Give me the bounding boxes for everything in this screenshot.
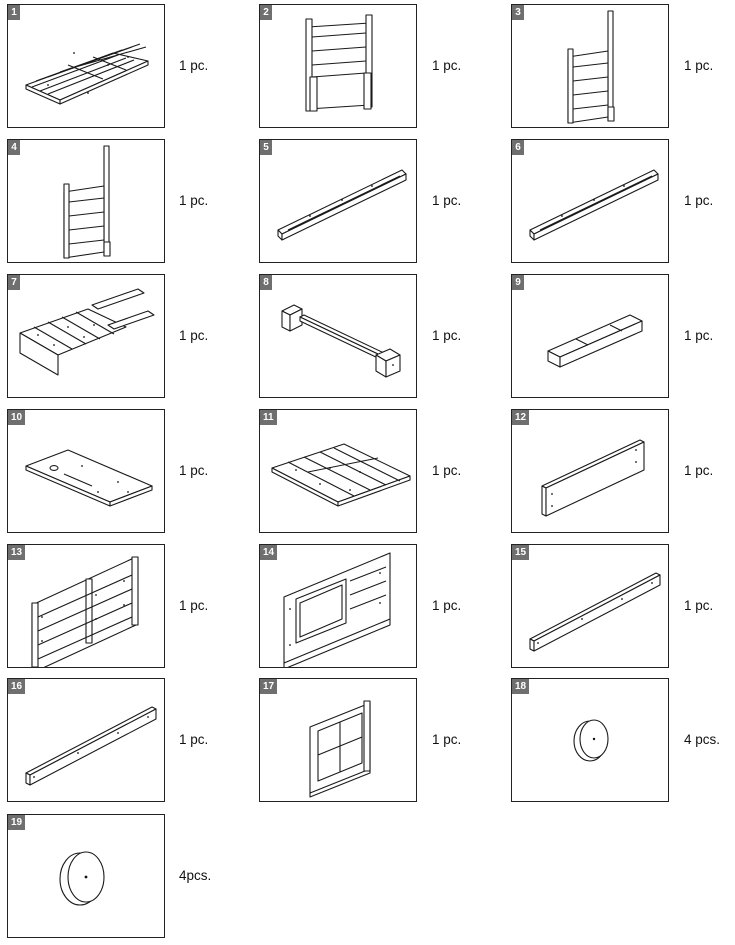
part-illustration-box: 2: [259, 4, 417, 128]
side-wall-icon: [31, 556, 139, 667]
small-wheel-icon: [573, 719, 609, 762]
part-number-badge: 8: [260, 275, 272, 290]
part-quantity: 1 pc.: [179, 463, 209, 478]
part-number-badge: 10: [8, 410, 26, 425]
part-number-badge: 7: [8, 275, 20, 290]
part-number-badge: 1: [8, 5, 20, 20]
part-illustration-box: 5: [259, 139, 417, 263]
part-illustration-box: 1: [7, 4, 165, 128]
part-quantity: 1 pc.: [432, 732, 462, 747]
floor-panel-icon: [25, 43, 149, 105]
part-number-badge: 2: [260, 5, 272, 20]
part-illustration-box: 16: [7, 678, 165, 802]
part-number-badge: 16: [8, 679, 26, 694]
part-number-badge: 5: [260, 140, 272, 155]
long-rail-icon: [529, 169, 659, 241]
part-quantity: 1 pc.: [684, 58, 714, 73]
board-with-hole-icon: [25, 449, 153, 507]
part-number-badge: 13: [8, 545, 26, 560]
axle-bar-icon: [281, 304, 401, 378]
part-number-badge: 6: [512, 140, 524, 155]
part-illustration-box: 8: [259, 274, 417, 398]
part-quantity: 1 pc.: [179, 58, 209, 73]
door-frame-icon: [309, 700, 371, 798]
part-number-badge: 14: [260, 545, 278, 560]
part-illustration-box: 4: [7, 139, 165, 263]
part-number-badge: 18: [512, 679, 530, 694]
seat-frame-icon: [19, 288, 155, 376]
side-panel-post-icon: [63, 145, 111, 259]
part-quantity: 1 pc.: [179, 732, 209, 747]
long-rail-icon: [277, 169, 407, 241]
long-plank-icon: [529, 572, 661, 652]
part-illustration-box: 7: [7, 274, 165, 398]
part-quantity: 1 pc.: [432, 328, 462, 343]
large-wheel-icon: [59, 851, 105, 906]
part-illustration-box: 12: [511, 409, 669, 533]
part-number-badge: 12: [512, 410, 530, 425]
part-quantity: 1 pc.: [179, 193, 209, 208]
part-number-badge: 17: [260, 679, 278, 694]
part-quantity: 4pcs.: [179, 868, 212, 883]
part-illustration-box: 14: [259, 544, 417, 668]
part-illustration-box: 15: [511, 544, 669, 668]
part-quantity: 1 pc.: [179, 598, 209, 613]
part-illustration-box: 19: [7, 814, 165, 938]
part-quantity: 1 pc.: [179, 328, 209, 343]
part-illustration-box: 9: [511, 274, 669, 398]
part-illustration-box: 10: [7, 409, 165, 533]
part-number-badge: 15: [512, 545, 530, 560]
part-quantity: 1 pc.: [684, 598, 714, 613]
part-illustration-box: 13: [7, 544, 165, 668]
window-wall-icon: [283, 552, 391, 667]
part-number-badge: 3: [512, 5, 524, 20]
part-quantity: 1 pc.: [684, 328, 714, 343]
part-quantity: 1 pc.: [432, 463, 462, 478]
part-quantity: 1 pc.: [684, 193, 714, 208]
part-number-badge: 19: [8, 815, 26, 830]
square-beam-icon: [547, 314, 643, 368]
part-illustration-box: 6: [511, 139, 669, 263]
part-quantity: 1 pc.: [684, 463, 714, 478]
part-number-badge: 4: [8, 140, 20, 155]
part-number-badge: 11: [260, 410, 277, 425]
part-illustration-box: 18: [511, 678, 669, 802]
slatted-panel-icon: [271, 443, 411, 507]
long-plank-icon: [25, 706, 157, 786]
side-panel-post-icon: [567, 10, 615, 124]
part-quantity: 1 pc.: [432, 598, 462, 613]
flat-board-icon: [541, 439, 645, 517]
part-number-badge: 9: [512, 275, 524, 290]
part-illustration-box: 17: [259, 678, 417, 802]
part-illustration-box: 3: [511, 4, 669, 128]
part-quantity: 1 pc.: [432, 193, 462, 208]
back-panel-icon: [305, 14, 373, 112]
part-illustration-box: 11: [259, 409, 417, 533]
part-quantity: 1 pc.: [432, 58, 462, 73]
part-quantity: 4 pcs.: [684, 732, 721, 747]
